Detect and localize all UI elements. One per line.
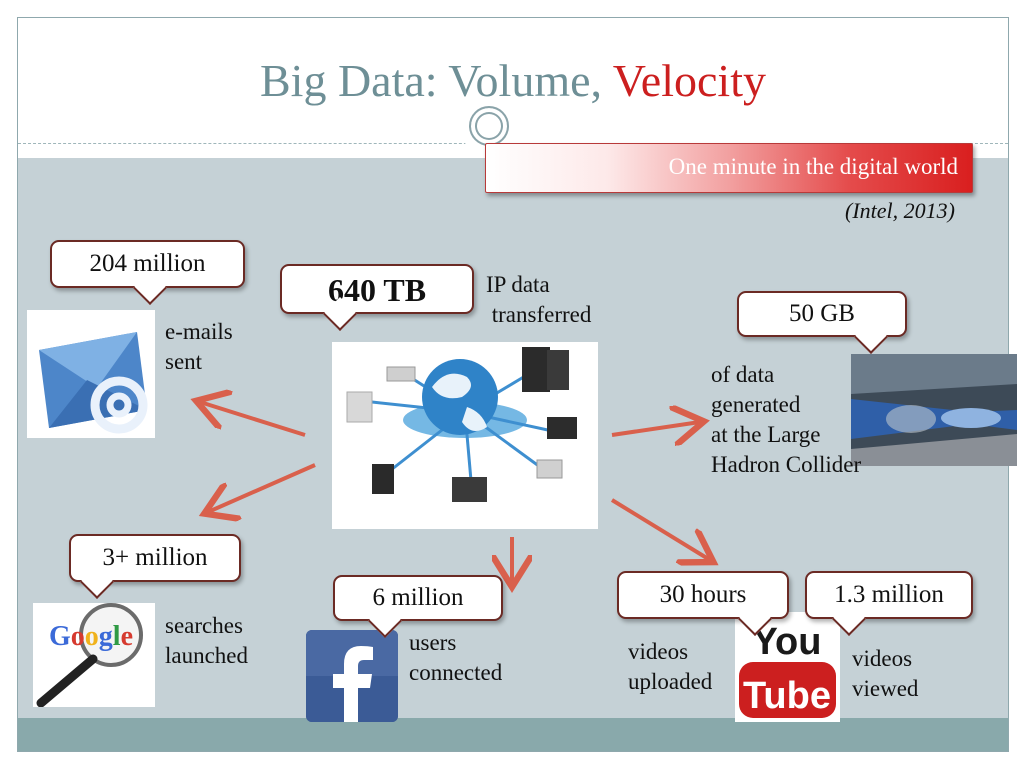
- center-caption-line2: transferred: [486, 302, 592, 327]
- views-caption: videos viewed: [852, 644, 918, 704]
- slide-footer: [18, 718, 1008, 751]
- views-caption-line1: videos: [852, 646, 913, 671]
- title-accent: Velocity: [612, 55, 766, 106]
- center-callout: 640 TB: [280, 264, 474, 331]
- lhc-caption: of data generated at the Large Hadron Co…: [711, 360, 861, 480]
- arrow-to-emails: [200, 402, 306, 437]
- google-search-icon: Google: [33, 603, 155, 707]
- uploads-callout: 30 hours: [617, 571, 789, 636]
- facebook-caption-line1: users: [409, 630, 457, 655]
- uploads-value: 30 hours: [659, 581, 747, 608]
- subtitle-banner: One minute in the digital world: [485, 143, 973, 193]
- searches-caption-line1: searches: [165, 613, 243, 638]
- youtube-logo-you: You: [753, 621, 822, 663]
- lhc-callout: 50 GB: [737, 291, 907, 354]
- emails-callout: 204 million: [50, 240, 245, 305]
- lhc-caption-line1: of data: [711, 362, 775, 387]
- arrow-to-youtube: [610, 498, 710, 560]
- slide-title: Big Data: Volume, Velocity: [18, 54, 1008, 107]
- facebook-icon: [306, 630, 398, 722]
- citation: (Intel, 2013): [845, 198, 955, 223]
- uploads-caption: videos uploaded: [628, 637, 712, 697]
- particle-accelerator-image: [851, 354, 1017, 466]
- searches-caption-line2: launched: [165, 643, 249, 668]
- facebook-caption: users connected: [409, 628, 502, 688]
- lhc-caption-line2: generated: [711, 392, 801, 417]
- emails-caption: e-mails sent: [165, 317, 233, 377]
- uploads-caption-line1: videos: [628, 639, 689, 664]
- views-caption-line2: viewed: [852, 676, 919, 701]
- searches-callout: 3+ million: [69, 534, 241, 599]
- arrow-to-lhc: [611, 422, 700, 435]
- emails-caption-line2: sent: [165, 349, 203, 374]
- arrow-to-searches: [208, 463, 316, 512]
- views-value: 1.3 million: [834, 581, 944, 608]
- center-caption: IP data transferred: [486, 270, 591, 330]
- uploads-caption-line2: uploaded: [628, 669, 713, 694]
- lhc-caption-line3: at the Large: [711, 422, 821, 447]
- center-caption-line1: IP data: [486, 272, 550, 297]
- facebook-callout: 6 million: [333, 575, 503, 638]
- emails-caption-line1: e-mails: [165, 319, 233, 344]
- title-main: Big Data: Volume,: [260, 55, 613, 106]
- youtube-logo-tube: Tube: [743, 675, 831, 717]
- searches-value: 3+ million: [102, 544, 208, 571]
- facebook-caption-line2: connected: [409, 660, 503, 685]
- lhc-value: 50 GB: [789, 300, 855, 327]
- searches-caption: searches launched: [165, 611, 248, 671]
- lhc-caption-line4: Hadron Collider: [711, 452, 862, 477]
- views-callout: 1.3 million: [805, 571, 973, 636]
- network-globe-icon: [332, 342, 598, 529]
- google-logo-text: Google: [49, 621, 133, 652]
- email-icon: [27, 310, 155, 438]
